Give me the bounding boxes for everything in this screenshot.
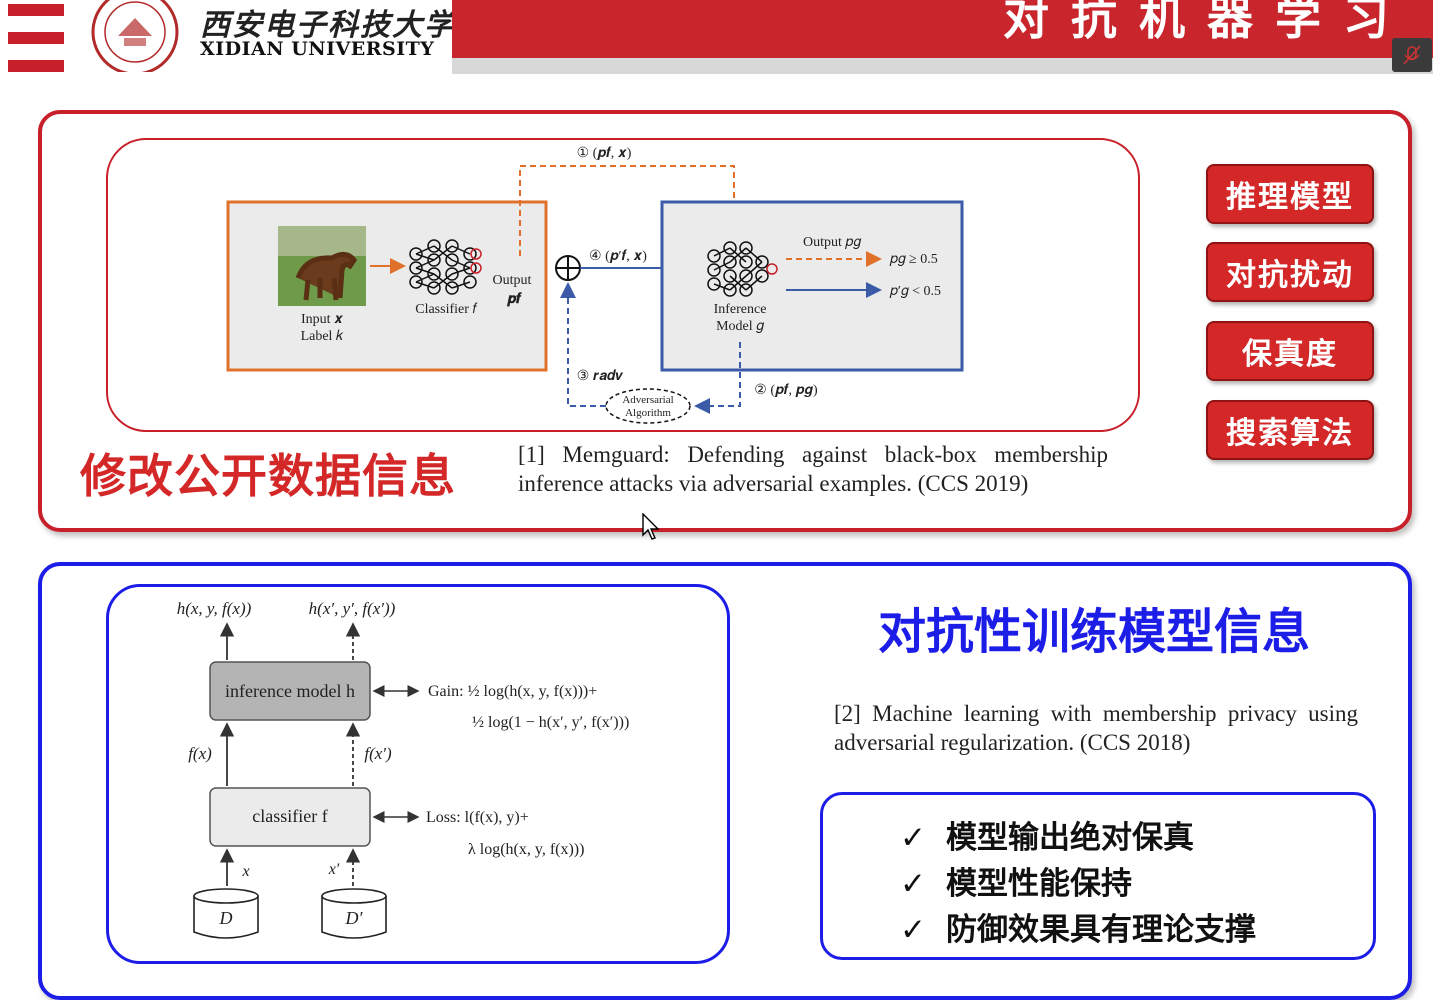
classifier-network-icon bbox=[409, 239, 477, 295]
loss-formula-2: λ log(h(x, y, f(x))) bbox=[468, 841, 584, 858]
slide-header: 西安电子科技大学 XIDIAN UNIVERSITY 对抗机器学习 bbox=[0, 0, 1433, 80]
output-pg-label: Output 𝑝𝑔 bbox=[803, 235, 861, 250]
check-icon: ✓ bbox=[900, 866, 926, 902]
step2-label: ② (𝒑𝒇, 𝒑𝒈) bbox=[754, 383, 818, 398]
dataset-d-label: D bbox=[219, 908, 233, 928]
inference-network-icon bbox=[707, 241, 769, 297]
check-icon: ✓ bbox=[900, 912, 926, 948]
top-panel bbox=[38, 110, 1412, 532]
university-seal-icon bbox=[91, 0, 179, 72]
bottom-heading: 对抗性训练模型信息 bbox=[878, 604, 1311, 660]
tag-inference-model[interactable]: 推理模型 bbox=[1206, 164, 1374, 224]
logo-bar bbox=[8, 60, 64, 72]
dataset-d-prime-label: D′ bbox=[345, 908, 364, 928]
title-band: 对抗机器学习 bbox=[452, 0, 1433, 58]
reference-2: [2] Machine learning with membership pri… bbox=[834, 701, 1358, 755]
top-heading: 修改公开数据信息 bbox=[80, 449, 456, 503]
output-label: Output bbox=[493, 273, 532, 288]
reference-1: [1] Memguard: Defending against black-bo… bbox=[518, 442, 1108, 496]
adv-label-2: Algorithm bbox=[625, 407, 671, 419]
memguard-diagram: Input 𝒙 Label 𝑘 Classifier 𝑓 Output 𝒑𝒇 ①… bbox=[226, 146, 964, 424]
slide-title: 对抗机器学习 bbox=[1003, 0, 1411, 45]
loss-formula-1: Loss: l(f(x), y)+ bbox=[426, 809, 529, 826]
classifier-label: Classifier 𝑓 bbox=[415, 302, 477, 317]
mic-muted-button[interactable] bbox=[1392, 38, 1432, 72]
advantages-box bbox=[820, 792, 1376, 960]
label-k: Label 𝑘 bbox=[301, 329, 344, 344]
tag-adversarial-perturbation[interactable]: 对抗扰动 bbox=[1206, 242, 1374, 302]
adversarial-algorithm-node bbox=[605, 388, 691, 424]
mic-muted-icon bbox=[1403, 45, 1421, 65]
inference-box bbox=[660, 200, 964, 372]
x2-label: x′ bbox=[328, 861, 340, 878]
checklist-item: ✓防御效果具有理论支撑 bbox=[900, 912, 1256, 948]
checklist-item: ✓模型性能保持 bbox=[900, 866, 1132, 902]
adv-regularization-diagram-frame bbox=[106, 584, 730, 964]
gain-formula-2: ½ log(1 − h(x′, y′, f(x′))) bbox=[472, 714, 629, 731]
fx2-label: f(x′) bbox=[364, 744, 392, 763]
inference-model-box bbox=[209, 661, 371, 721]
inference-model-label: inference model h bbox=[225, 681, 355, 701]
tag-search-algorithm[interactable]: 搜索算法 bbox=[1206, 400, 1374, 460]
check-icon: ✓ bbox=[900, 820, 926, 856]
memguard-diagram-frame bbox=[106, 138, 1140, 432]
cond1-label: 𝑝𝑔 ≥ 0.5 bbox=[889, 252, 938, 267]
database-d-icon bbox=[193, 888, 259, 939]
title-underline bbox=[452, 58, 1433, 74]
cond2-label: 𝑝′𝑔 < 0.5 bbox=[889, 284, 941, 299]
step1-label: ① (𝒑𝒇, 𝒙) bbox=[577, 146, 632, 161]
h-output-1: h(x, y, f(x)) bbox=[177, 599, 252, 618]
fx-label: f(x) bbox=[188, 744, 212, 763]
logo-bar bbox=[8, 32, 64, 44]
model-g-label: Model 𝑔 bbox=[716, 319, 764, 334]
adv-regularization-diagram: h(x, y, f(x)) h(x′, y′, f(x′)) inference… bbox=[177, 599, 629, 939]
checklist-item: ✓模型输出绝对保真 bbox=[900, 820, 1194, 856]
adv-label-1: Adversarial bbox=[622, 394, 673, 406]
university-name-cn: 西安电子科技大学 bbox=[200, 8, 456, 43]
university-name-en: XIDIAN UNIVERSITY bbox=[200, 38, 435, 60]
classifier-f-label: classifier f bbox=[252, 806, 327, 826]
classifier-f-box bbox=[209, 787, 371, 847]
logo-bar bbox=[8, 4, 64, 16]
gain-formula-1: Gain: ½ log(h(x, y, f(x)))+ bbox=[428, 683, 597, 700]
step3-label: ③ 𝒓𝒂𝒅𝒗 bbox=[577, 369, 624, 384]
database-d-prime-icon bbox=[321, 888, 387, 939]
h-output-2: h(x′, y′, f(x′)) bbox=[309, 599, 396, 618]
mouse-cursor-icon bbox=[642, 513, 660, 540]
x-label: x bbox=[241, 863, 249, 880]
step4-label: ④ (𝒑′𝒇, 𝒙) bbox=[589, 249, 647, 264]
tag-fidelity[interactable]: 保真度 bbox=[1206, 321, 1374, 381]
inference-label: Inference bbox=[714, 302, 767, 317]
pf-label: 𝒑𝒇 bbox=[506, 292, 522, 307]
input-label: Input 𝒙 bbox=[301, 312, 344, 327]
